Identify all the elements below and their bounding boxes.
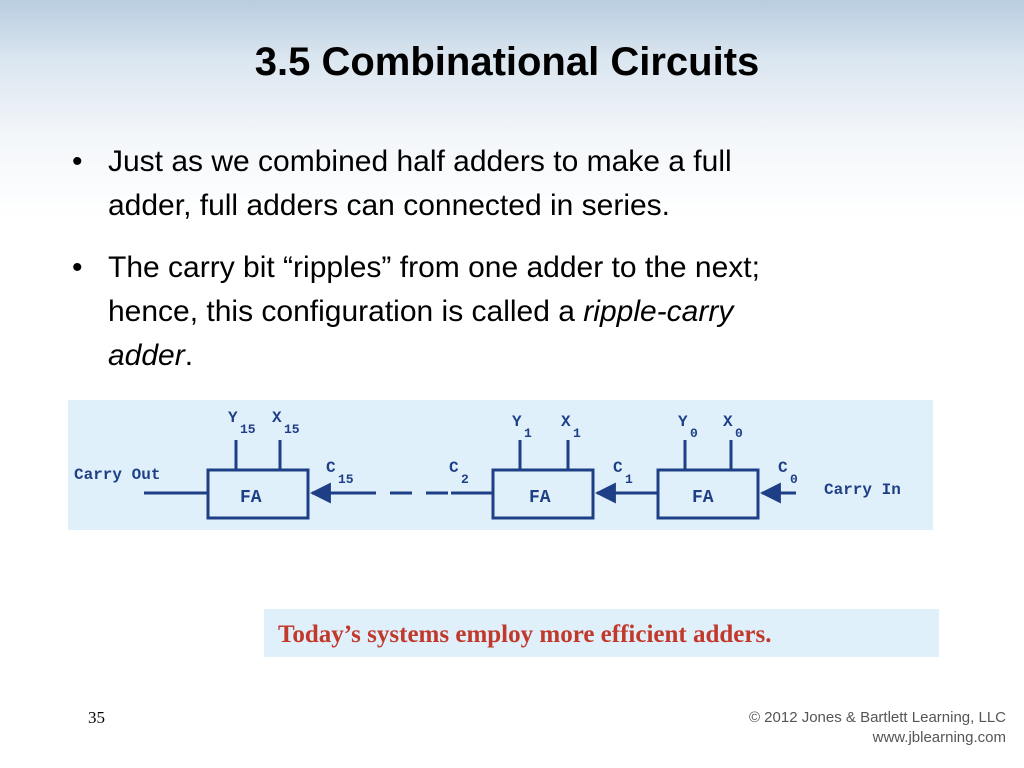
slide-title: 3.5 Combinational Circuits: [254, 40, 760, 84]
input-y-subscript: 15: [240, 422, 256, 437]
carry-subscript: 0: [790, 472, 798, 487]
input-x-subscript: 0: [735, 426, 743, 441]
bullet-text-line: Just as we combined half adders to make …: [108, 145, 732, 178]
carry-label: C: [778, 459, 788, 477]
bullet-item: • Just as we combined half adders to mak…: [72, 140, 942, 228]
carry-subscript: 15: [338, 472, 354, 487]
input-y-label: Y: [512, 413, 522, 431]
full-adder-label: FA: [240, 488, 262, 508]
input-y-subscript: 1: [524, 426, 532, 441]
italic-term: ripple-carry: [583, 295, 734, 328]
bullet-marker: •: [72, 145, 83, 178]
carry-out-label: Carry Out: [74, 466, 160, 484]
bullet-item: • The carry bit “ripples” from one adder…: [72, 246, 942, 378]
carry-in-label: Carry In: [824, 481, 901, 499]
ripple-carry-diagram: Carry Out Carry In FA Y 15 X 15 C 15 FA …: [68, 400, 933, 530]
full-adder-label: FA: [529, 488, 551, 508]
bullet-text-line: adder, full adders can connected in seri…: [108, 189, 671, 222]
bullet-text-line: The carry bit “ripples” from one adder t…: [108, 251, 760, 284]
circuit-svg: Carry Out Carry In FA Y 15 X 15 C 15 FA …: [74, 409, 901, 520]
page-number: 35: [88, 708, 105, 727]
input-x-subscript: 15: [284, 422, 300, 437]
input-x-subscript: 1: [573, 426, 581, 441]
input-x-label: X: [723, 413, 733, 431]
carry-subscript: 2: [461, 472, 469, 487]
note-box: Today’s systems employ more efficient ad…: [264, 609, 939, 657]
bullet-text-line: .: [184, 339, 194, 372]
full-adder-label: FA: [692, 488, 714, 508]
full-adder-box: [656, 468, 760, 520]
input-x-label: X: [561, 413, 571, 431]
bullet-text-line: hence, this configuration is called a: [108, 295, 584, 328]
publisher-url: www.jblearning.com: [872, 729, 1006, 746]
carry-label: C: [449, 459, 459, 477]
copyright: © 2012 Jones & Bartlett Learning, LLC ww…: [749, 708, 1006, 748]
italic-term: adder: [108, 339, 185, 372]
input-y-subscript: 0: [690, 426, 698, 441]
input-y-label: Y: [228, 409, 238, 427]
input-x-label: X: [272, 409, 282, 427]
input-y-label: Y: [678, 413, 688, 431]
carry-label: C: [326, 459, 336, 477]
carry-label: C: [613, 459, 623, 477]
note-text: Today’s systems employ more efficient ad…: [278, 621, 772, 648]
carry-subscript: 1: [625, 472, 633, 487]
bullet-list: • Just as we combined half adders to mak…: [72, 140, 942, 396]
bullet-marker: •: [72, 251, 83, 284]
copyright-line: © 2012 Jones & Bartlett Learning, LLC: [748, 709, 1006, 726]
